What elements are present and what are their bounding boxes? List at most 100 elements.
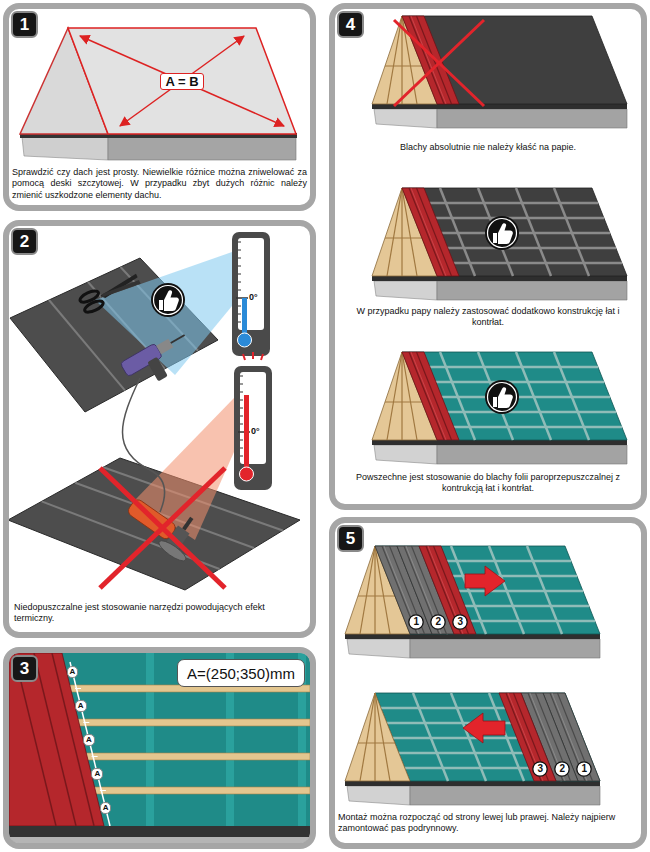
- installation-from-left: [345, 634, 600, 658]
- dimension-box: A=(250;350)mm: [177, 659, 305, 687]
- thermometer-hot: [240, 376, 243, 377]
- caption-text: Niedopuszczalne jest stosowanie narzędzi…: [14, 602, 304, 625]
- thermometer-cold: [238, 314, 241, 315]
- step-panel: Sprawdzić czy dach jest prosty. Niewielk…: [3, 3, 316, 211]
- installation-from-left: [375, 546, 600, 634]
- tools-drawing: [123, 378, 165, 512]
- callout-circle: [577, 762, 591, 776]
- roof-on-felt-with-battens: [372, 276, 627, 300]
- thermometer-cold: [238, 322, 241, 323]
- roof-on-felt-with-battens: [372, 188, 627, 300]
- thermometer-cold: [238, 333, 252, 347]
- thermometer-hot: [240, 448, 243, 449]
- callout-number: 3: [532, 761, 548, 777]
- step-panel: Montaż można rozpocząć od strony lewej l…: [329, 517, 647, 849]
- callout-number: 2: [554, 761, 570, 777]
- installation-from-right: [499, 693, 556, 781]
- temperature-label: 0°: [251, 426, 260, 437]
- thermometer-cold: [238, 242, 241, 243]
- step-number: 5: [337, 525, 364, 552]
- thermometer-cold: [238, 306, 241, 307]
- callout-circle: [409, 615, 423, 629]
- thermometer-cold: [238, 266, 241, 267]
- thermometer-cold: [238, 290, 241, 291]
- thermometer-hot: [240, 408, 243, 409]
- tools-drawing: [83, 299, 105, 315]
- thermometer-cold: [238, 250, 241, 251]
- thermometer-hot: [240, 384, 243, 385]
- thermometer-hot: [234, 352, 272, 490]
- callout-text: 3: [457, 617, 463, 627]
- roof-on-membrane-with-battens: [485, 380, 519, 414]
- roof-check-drawing: [120, 36, 244, 126]
- thermometer-cold: [232, 232, 270, 356]
- roof-on-membrane-with-battens: [372, 352, 627, 464]
- caption-text: Sprawdzić czy dach jest prosty. Niewielk…: [12, 167, 307, 201]
- callout-text: 2: [435, 617, 441, 627]
- installation-from-left: [465, 566, 505, 596]
- roof-check-drawing: [20, 28, 297, 160]
- installation-from-left: [419, 546, 476, 634]
- thermometer-cold: [238, 258, 241, 259]
- tools-drawing: [100, 277, 141, 301]
- installation-from-right: [345, 781, 600, 805]
- callout-number: 2: [430, 614, 446, 630]
- roof-on-felt-wrong: [372, 16, 627, 128]
- caption-text: Montaż można rozpocząć od strony lewej l…: [338, 812, 638, 835]
- step-panel: 3 A=(250;350)mm: [3, 647, 316, 849]
- step-number-text: 2: [20, 232, 29, 252]
- batten-spacing-drawing: [75, 689, 106, 791]
- tools-drawing: [8, 232, 300, 590]
- step-number: 2: [11, 228, 38, 255]
- thermometer-hot: [240, 440, 243, 441]
- step-number-text: 3: [20, 659, 29, 679]
- batten-spacing-drawing: [9, 653, 310, 828]
- roof-on-felt-wrong: [394, 20, 484, 106]
- thermometer-cold: [232, 232, 270, 356]
- roof-check-drawing: [68, 28, 296, 134]
- callout-circle: [431, 615, 445, 629]
- installation-from-right: [463, 713, 505, 743]
- tools-drawing: [151, 283, 185, 317]
- batten-spacing-drawing: [9, 653, 310, 843]
- thermometer-hot: [240, 392, 243, 393]
- callout-circle: [453, 615, 467, 629]
- batten-spacing-drawing: [146, 653, 154, 826]
- roof-check-drawing: [22, 137, 108, 160]
- batten-spacing-drawing: [34, 653, 76, 826]
- tools-drawing: [95, 252, 232, 375]
- callout-circle: [555, 762, 569, 776]
- dimension-label: A: [67, 666, 79, 678]
- tools-drawing: [171, 335, 185, 343]
- thermometer-hot: [240, 400, 243, 401]
- installation-from-right: [345, 693, 600, 805]
- thermometer-hot: [240, 424, 243, 425]
- temperature-label: 0°: [249, 292, 258, 303]
- batten-spacing-drawing: [9, 826, 310, 837]
- thermometer-hot: [240, 416, 243, 417]
- dimension-label: A: [100, 802, 112, 814]
- thermometer-hot: [261, 354, 263, 360]
- thermometer-cold: [242, 298, 247, 338]
- step-panel: Blachy absolutnie nie należy kłaść na pa…: [329, 3, 647, 510]
- roof-on-membrane-with-battens: [372, 440, 627, 464]
- tools-drawing: [147, 357, 168, 382]
- callout-text: 2: [559, 764, 565, 774]
- roof-on-membrane-with-battens: [402, 352, 627, 440]
- step-number-text: 1: [20, 15, 29, 35]
- roof-on-felt-wrong: [394, 20, 484, 106]
- roof-check-drawing: [80, 36, 284, 126]
- step-number: 4: [337, 11, 364, 38]
- step-number-text: 4: [346, 15, 355, 35]
- batten-spacing-drawing: [92, 756, 98, 757]
- thermometer-hot: [240, 456, 243, 457]
- thermometer-hot: [240, 372, 266, 464]
- callout-number: 1: [408, 614, 424, 630]
- callout-text: 1: [581, 764, 587, 774]
- caption-text: Blachy absolutnie nie należy kłaść na pa…: [340, 142, 636, 153]
- step-number: 1: [11, 11, 38, 38]
- callout-circle: [533, 762, 547, 776]
- step-number: 3: [11, 655, 38, 682]
